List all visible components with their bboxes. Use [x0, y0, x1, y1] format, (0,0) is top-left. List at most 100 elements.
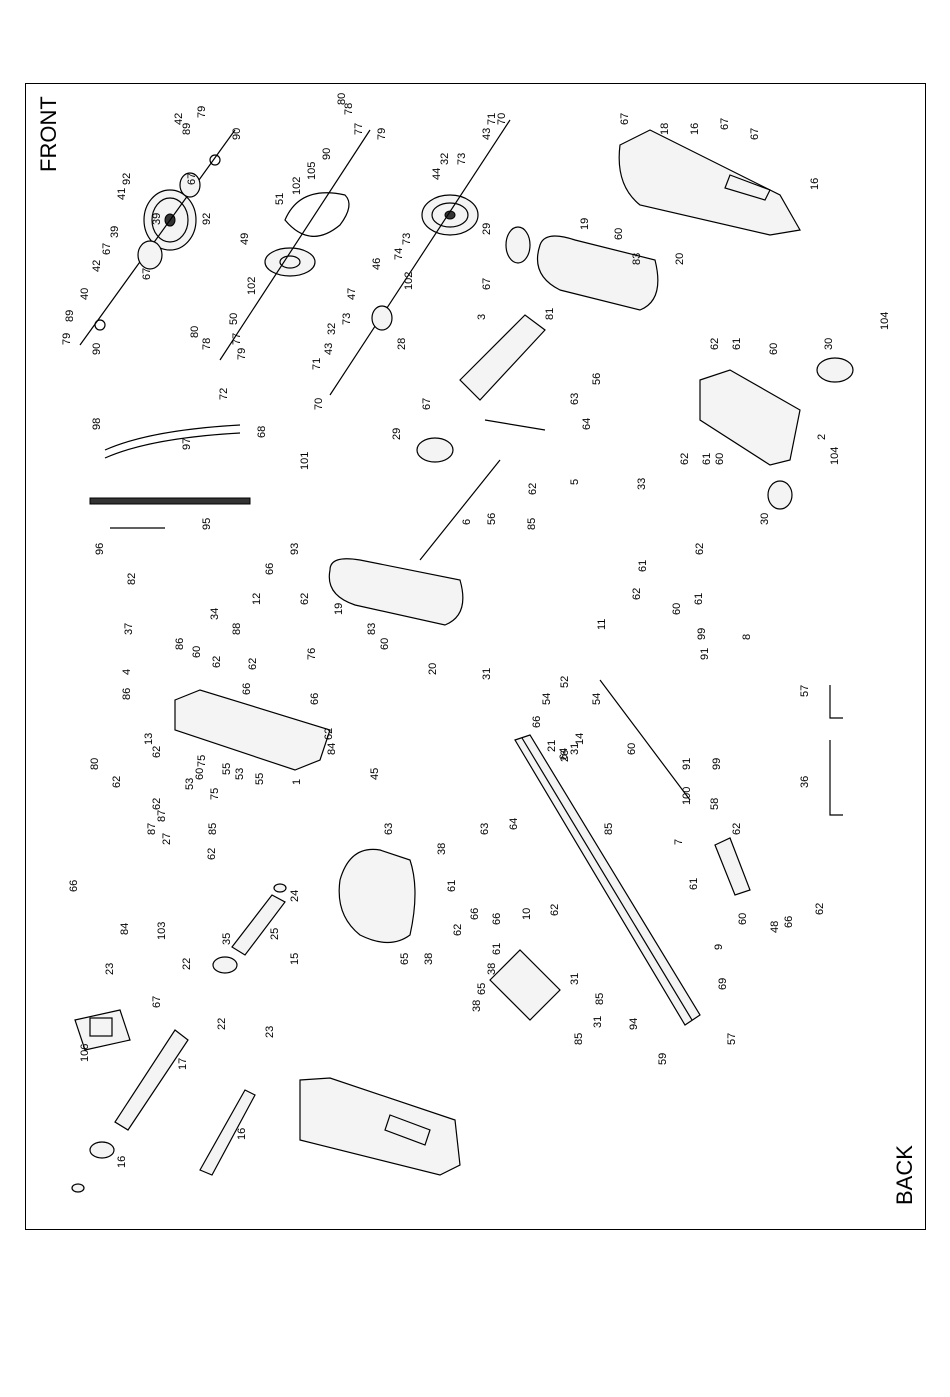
part-callout-92: 92	[121, 173, 133, 185]
part-callout-40: 40	[79, 288, 91, 300]
part-callout-90: 90	[91, 343, 103, 355]
part-callout-62: 62	[549, 904, 561, 916]
part-callout-55: 55	[221, 763, 233, 775]
part-callout-11: 11	[596, 619, 608, 630]
part-callout-2: 2	[816, 434, 828, 440]
part-callout-74: 74	[393, 248, 405, 260]
part-callout-16: 16	[116, 1156, 128, 1168]
upright-tubes	[71, 883, 287, 1193]
part-callout-20: 20	[427, 663, 439, 675]
part-callout-73: 73	[341, 313, 353, 325]
part-callout-26: 26	[559, 750, 571, 762]
part-callout-38: 38	[436, 843, 448, 855]
part-callout-95: 95	[201, 518, 213, 530]
part-callout-67: 67	[421, 398, 433, 410]
part-callout-51: 51	[274, 193, 286, 205]
part-callout-31: 31	[569, 973, 581, 985]
part-callout-62: 62	[247, 658, 259, 670]
part-callout-94: 94	[628, 1018, 640, 1030]
part-callout-35: 35	[221, 933, 233, 945]
part-callout-28: 28	[396, 338, 408, 350]
part-callout-32: 32	[326, 323, 338, 335]
part-callout-56: 56	[591, 373, 603, 385]
part-callout-31: 31	[569, 743, 581, 755]
part-callout-8: 8	[741, 634, 753, 640]
frame-1	[174, 689, 331, 771]
part-callout-65: 65	[476, 983, 488, 995]
part-callout-66: 66	[241, 683, 253, 695]
part-callout-66: 66	[531, 716, 543, 728]
part-callout-62: 62	[151, 746, 163, 758]
part-callout-62: 62	[151, 798, 163, 810]
part-callout-90: 90	[321, 148, 333, 160]
part-callout-62: 62	[527, 483, 539, 495]
part-callout-38: 38	[471, 1000, 483, 1012]
part-callout-62: 62	[452, 924, 464, 936]
part-callout-66: 66	[68, 880, 80, 892]
part-callout-106: 106	[79, 1044, 91, 1062]
part-callout-85: 85	[603, 823, 615, 835]
part-callout-81: 81	[544, 308, 556, 320]
part-callout-62: 62	[694, 543, 706, 555]
part-callout-71: 71	[486, 113, 498, 125]
part-callout-16: 16	[236, 1128, 248, 1140]
part-callout-61: 61	[693, 593, 705, 605]
part-callout-60: 60	[194, 768, 206, 780]
part-callout-22: 22	[181, 958, 193, 970]
part-callout-102: 102	[291, 177, 303, 195]
part-callout-67: 67	[619, 113, 631, 125]
part-callout-83: 83	[631, 253, 643, 265]
part-callout-61: 61	[491, 943, 503, 955]
part-callout-27: 27	[161, 833, 173, 845]
tension-spring	[599, 679, 751, 896]
part-callout-67: 67	[141, 268, 153, 280]
part-callout-91: 91	[699, 648, 711, 660]
part-callout-14: 14	[574, 733, 586, 745]
part-callout-73: 73	[456, 153, 468, 165]
part-callout-96: 96	[94, 543, 106, 555]
part-callout-102: 102	[246, 277, 258, 295]
part-callout-47: 47	[346, 288, 358, 300]
part-callout-86: 86	[174, 638, 186, 650]
part-callout-9: 9	[713, 944, 725, 950]
part-callout-61: 61	[701, 453, 713, 465]
part-callout-97: 97	[181, 438, 193, 450]
part-callout-62: 62	[709, 338, 721, 350]
part-callout-101: 101	[299, 452, 311, 470]
part-callout-66: 66	[309, 693, 321, 705]
part-callout-85: 85	[207, 823, 219, 835]
part-callout-86: 86	[121, 688, 133, 700]
part-callout-87: 87	[146, 823, 158, 835]
part-callout-90: 90	[231, 128, 243, 140]
part-callout-71: 71	[311, 358, 323, 370]
part-callout-62: 62	[631, 588, 643, 600]
part-callout-22: 22	[216, 1018, 228, 1030]
part-callout-62: 62	[679, 453, 691, 465]
part-callout-79: 79	[196, 106, 208, 118]
part-callout-21: 21	[546, 740, 558, 752]
part-callout-58: 58	[709, 798, 721, 810]
part-callout-79: 79	[236, 348, 248, 360]
part-callout-75: 75	[196, 755, 208, 767]
part-callout-16: 16	[689, 123, 701, 135]
part-callout-60: 60	[714, 453, 726, 465]
part-callout-17: 17	[177, 1058, 189, 1070]
part-callout-92: 92	[201, 213, 213, 225]
part-callout-30: 30	[759, 513, 771, 525]
pedal-top	[536, 235, 659, 311]
part-callout-18: 18	[659, 123, 671, 135]
part-callout-10: 10	[521, 908, 533, 920]
part-callout-62: 62	[323, 728, 335, 740]
part-callout-93: 93	[289, 543, 301, 555]
part-callout-67: 67	[719, 118, 731, 130]
part-callout-79: 79	[61, 333, 73, 345]
handle-97	[104, 424, 241, 459]
part-callout-60: 60	[737, 913, 749, 925]
part-callout-15: 15	[289, 953, 301, 965]
part-callout-65: 65	[399, 953, 411, 965]
part-callout-32: 32	[439, 153, 451, 165]
rear-stabilizer	[699, 357, 854, 510]
part-callout-67: 67	[151, 996, 163, 1008]
part-callout-69: 69	[717, 978, 729, 990]
part-callout-100: 100	[681, 787, 693, 805]
